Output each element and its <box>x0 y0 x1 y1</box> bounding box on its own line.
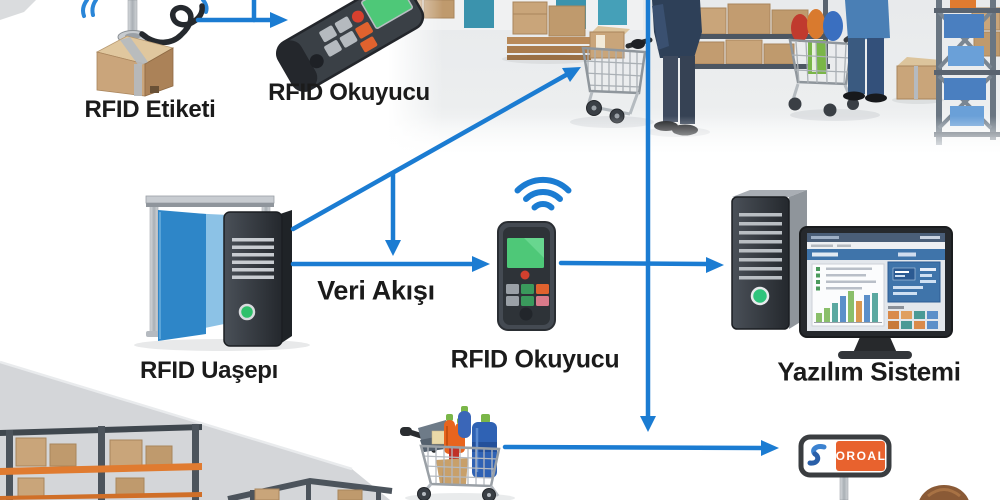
arrow-gate-to-cart <box>290 72 569 232</box>
rfid-gate-icon <box>134 195 310 351</box>
arrow-cart-to-sign <box>502 444 765 451</box>
tag-cable <box>139 3 205 46</box>
flow-arrows <box>195 0 779 456</box>
storage-rack-1 <box>0 424 202 500</box>
monitor-icon <box>799 226 953 359</box>
arrow-handheld-to-software <box>558 260 710 267</box>
warehouse-scene-bottom-left <box>0 360 393 500</box>
warehouse-scene-top <box>388 0 1000 156</box>
corner-shape <box>0 0 36 20</box>
wifi-icon <box>81 0 209 18</box>
rfid-reader-top-icon <box>276 0 425 92</box>
grocery-cart-icon <box>400 406 515 500</box>
dashboard-screen <box>807 233 945 329</box>
rfid-tag-box <box>81 0 209 97</box>
customer-head <box>919 485 969 500</box>
sign-logo-icon <box>807 444 827 466</box>
computer-tower-icon <box>731 190 807 330</box>
wifi-icon <box>514 176 572 211</box>
storage-rack-2 <box>227 477 393 500</box>
tower-power-led <box>750 286 770 306</box>
rfid-reader-handheld-icon <box>497 176 572 331</box>
store-sign <box>798 434 892 500</box>
mini-bar-chart <box>814 291 882 323</box>
gate-led <box>238 303 256 321</box>
